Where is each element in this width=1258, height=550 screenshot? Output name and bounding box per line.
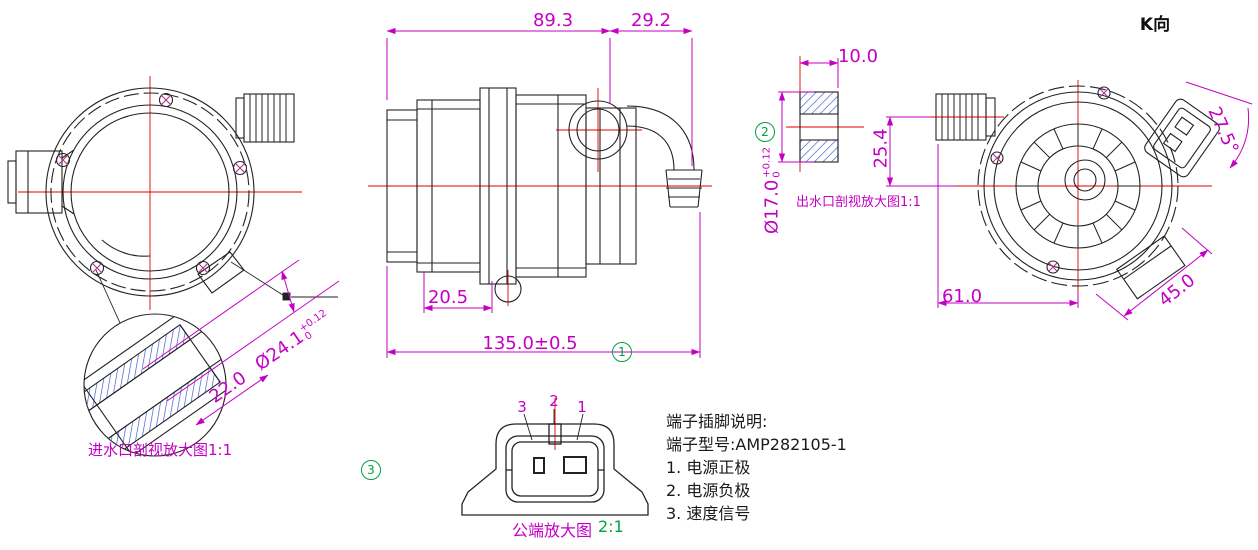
dim-overall-length: 135.0±0.5 <box>482 333 578 354</box>
terminal-pin1-note: 1. 电源正极 <box>666 458 751 477</box>
connector-detail-label: 公端放大图 2:1 <box>512 517 624 541</box>
dim-elbow-width: 29.2 <box>630 10 672 31</box>
dim-outlet-bore-value: Ø17.0 <box>761 179 783 234</box>
callout-1: 1 <box>612 342 632 362</box>
tolerance-upper: +0.12 <box>761 147 772 178</box>
terminal-notes-title: 端子插脚说明: <box>666 412 768 431</box>
connector-detail-label-text: 公端放大图 <box>512 521 593 540</box>
impeller-spokes <box>1016 124 1140 248</box>
dim-k-width: 61.0 <box>941 286 983 307</box>
screws <box>55 92 248 276</box>
terminal-notes: 端子插脚说明: 端子型号:AMP282105-1 1. 电源正极 2. 电源负极… <box>666 410 847 525</box>
callout-2: 2 <box>755 122 775 142</box>
pin-number-1: 1 <box>577 398 587 416</box>
pin-number-3: 3 <box>517 398 527 416</box>
tolerance-lower: 0 <box>771 171 782 178</box>
dim-outlet-length: 10.0 <box>837 46 879 67</box>
terminal-pin2-note: 2. 电源负极 <box>666 481 751 500</box>
k-view <box>935 85 1220 300</box>
terminal-pin3-note: 3. 速度信号 <box>666 504 751 523</box>
terminal-model: 端子型号:AMP282105-1 <box>666 435 847 454</box>
connector-detail-view <box>461 423 649 516</box>
dimension-lines <box>142 27 1253 426</box>
dim-foot-offset: 20.5 <box>427 287 469 308</box>
callout-3: 3 <box>361 460 381 480</box>
side-view <box>386 87 703 303</box>
inlet-detail-label: 进水口剖视放大图1:1 <box>88 441 233 459</box>
dim-port-offset: 25.4 <box>870 128 892 169</box>
dim-outlet-bore: Ø17.0 +0.12 0 <box>761 135 783 247</box>
pin-number-2: 2 <box>549 392 559 410</box>
electrical-connector <box>1144 98 1220 178</box>
thread-lines <box>249 94 287 142</box>
outlet-detail-view <box>799 91 839 163</box>
dim-body-width: 89.3 <box>532 10 574 31</box>
thread-lines <box>941 94 979 140</box>
k-view-label: K向 <box>1139 15 1171 35</box>
outlet-detail-label: 出水口剖视放大图1:1 <box>796 195 921 210</box>
dim-outlet-bore-tolerance: +0.12 0 <box>761 147 782 178</box>
front-view <box>7 87 295 297</box>
connector-detail-scale: 2:1 <box>598 517 624 536</box>
